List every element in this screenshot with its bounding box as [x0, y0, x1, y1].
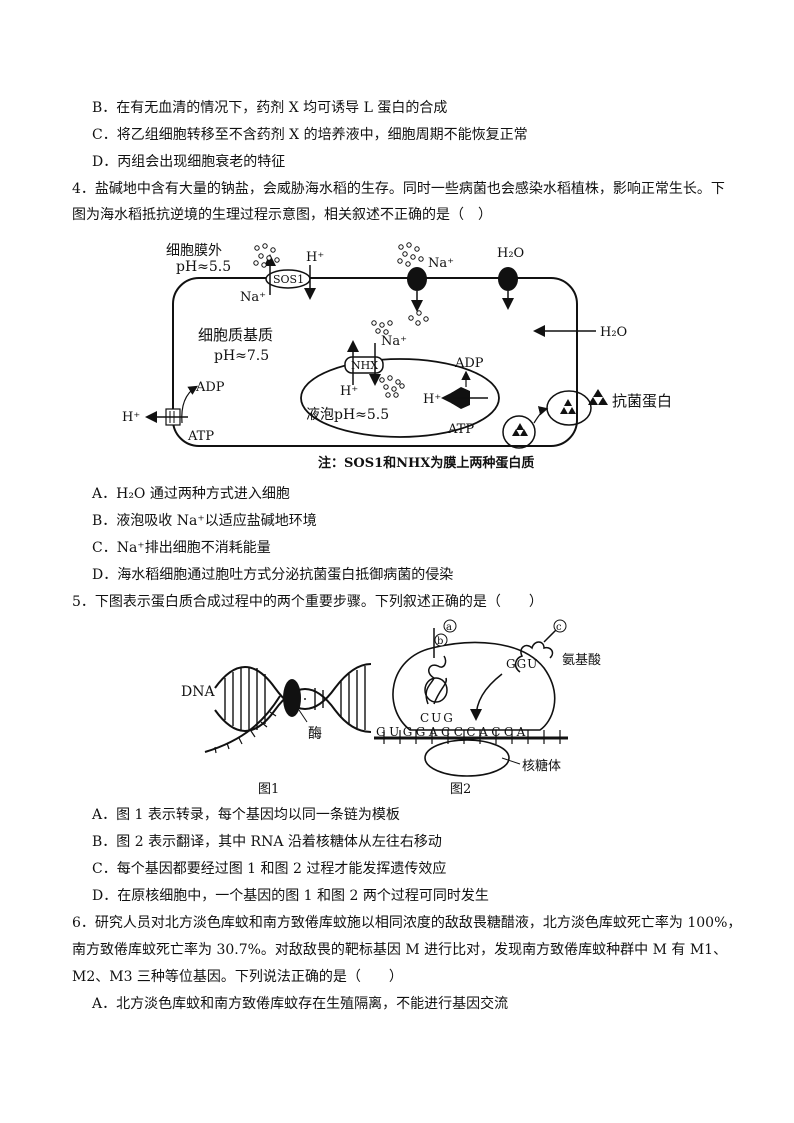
h-plus-sos1: H⁺	[306, 250, 324, 265]
enzyme-label: 酶	[308, 726, 322, 742]
antibacterial-triangles-1	[512, 423, 528, 436]
water-label-top: H₂O	[497, 246, 524, 261]
trna-entry-arrow	[470, 673, 503, 721]
na-dots-outside-2	[397, 242, 424, 267]
antibacterial-triangles-out	[588, 389, 608, 405]
q5-option-a: A．图 1 表示转录，每个基因均以同一条链为模板	[92, 807, 400, 823]
vacuole-label: 液泡pH≈5.5	[306, 407, 389, 423]
mrna-sequence: GUGGACCCACCA	[376, 725, 529, 739]
q5-stem: 5．下图表示蛋白质合成过程中的两个重要步骤。下列叙述正确的是（ ）	[72, 594, 543, 610]
outside-label: 细胞膜外	[166, 243, 222, 259]
cytoplasm-ph: pH≈7.5	[214, 348, 269, 364]
na-dots-inside-1	[408, 310, 429, 326]
amino-acid-label: 氨基酸	[562, 653, 601, 668]
enzyme-shape	[283, 679, 301, 717]
circle-a: a	[446, 622, 452, 633]
sos1-label: SOS1	[273, 273, 304, 286]
ribosome-small-subunit	[424, 739, 510, 777]
q4-stem-line2: 图为海水稻抵抗逆境的生理过程示意图，相关叙述不正确的是（ ）	[72, 207, 492, 223]
aquaporin	[498, 267, 518, 291]
circle-b-marker	[434, 633, 448, 647]
vesicle-inner	[502, 415, 536, 449]
na-dots-outside-1	[253, 243, 280, 268]
nhx-label: NHX	[351, 359, 378, 372]
cytoplasm-label: 细胞质基质	[198, 326, 273, 344]
q6-stem-line1: 6．研究人员对北方淡色库蚊和南方致倦库蚊施以相同浓度的敌敌畏糖醋液，北方淡色库蚊…	[72, 915, 742, 931]
secretion-arrow	[533, 406, 549, 424]
q6-option-a: A．北方淡色库蚊和南方致倦库蚊存在生殖隔离，不能进行基因交流	[92, 996, 509, 1012]
na-plus-sos1: Na⁺	[240, 290, 266, 305]
dna-label: DNA	[181, 684, 215, 700]
rna-strand	[204, 695, 281, 753]
trna-incoming	[514, 641, 554, 673]
atp-vacuole: ATP	[447, 422, 474, 437]
circle-b: b	[437, 636, 443, 647]
q3-option-c: C．将乙组细胞转移至不含药剂 X 的培养液中，细胞周期不能恢复正常	[92, 127, 528, 143]
figure-note: 注：SOS1和NHX为膜上两种蛋白质	[318, 455, 534, 471]
na-plus-channel: Na⁺	[428, 256, 454, 271]
vesicle-fusing	[546, 390, 592, 426]
q4-option-c: C．Na⁺排出细胞不消耗能量	[92, 540, 271, 556]
ribosome-large-subunit	[392, 641, 556, 731]
q4-option-b: B．液泡吸收 Na⁺以适应盐碱地环境	[92, 513, 317, 529]
q4-stem-line1: 4．盐碱地中含有大量的钠盐，会威胁海水稻的生存。同时一些病菌也会感染水稻植株，影…	[72, 181, 725, 197]
antibacterial-label: 抗菌蛋白	[612, 392, 672, 410]
trna-codon: GGU	[506, 657, 538, 671]
q5-figure-2: GUGGACCCACCA a b CUG c GGU 氨基酸 核糖体	[374, 619, 601, 777]
adp-membrane: ADP	[195, 380, 225, 395]
na-dots-vacuole	[379, 375, 405, 398]
na-channel	[407, 267, 427, 291]
q4-option-d: D．海水稻细胞通过胞吐方式分泌抗菌蛋白抵御病菌的侵染	[92, 567, 454, 583]
q6-stem-line3: M2、M3 三种等位基因。下列说法正确的是（ ）	[72, 969, 403, 985]
q3-option-b: B．在有无血清的情况下，药剂 X 均可诱导 L 蛋白的合成	[92, 100, 448, 116]
water-label-right: H₂O	[600, 325, 627, 340]
anticodon: CUG	[420, 711, 455, 725]
vacuole	[300, 358, 500, 438]
q4-option-a: A．H₂O 通过两种方式进入细胞	[92, 486, 290, 502]
outside-ph: pH≈5.5	[176, 259, 231, 275]
circle-c: c	[556, 622, 562, 633]
q5-option-b: B．图 2 表示翻译，其中 RNA 沿着核糖体从左往右移动	[92, 834, 442, 850]
h-plus-pump: H⁺	[423, 392, 441, 407]
circle-a-marker	[443, 619, 457, 633]
trna-in-ribosome	[425, 655, 448, 705]
h-plus-membrane: H⁺	[122, 410, 140, 425]
nhx-protein	[344, 356, 384, 374]
atp-membrane: ATP	[187, 429, 214, 444]
na-plus-nhx: Na⁺	[381, 334, 407, 349]
adp-curve	[181, 385, 199, 424]
q5-option-c: C．每个基因都要经过图 1 和图 2 过程才能发挥遗传效应	[92, 861, 447, 877]
fig2-label: 图2	[450, 782, 472, 797]
h-plus-nhx: H⁺	[340, 384, 358, 399]
q5-option-d: D．在原核细胞中，一个基因的图 1 和图 2 两个过程可同时发生	[92, 888, 489, 904]
q4-figure: 细胞膜外 pH≈5.5 SOS1 H⁺ Na⁺ Na⁺ H₂O H₂O 细胞质基…	[122, 242, 672, 471]
antibacterial-triangles-2	[560, 399, 576, 414]
q6-stem-line2: 南方致倦库蚊死亡率为 30.7%。对敌敌畏的靶标基因 M 进行比对，发现南方致倦…	[72, 942, 728, 958]
q3-option-d: D．丙组会出现细胞衰老的特征	[92, 154, 286, 170]
cell-membrane	[172, 277, 578, 447]
na-dots-cytoplasm	[371, 320, 393, 335]
q5-figure-1: DNA 酶	[181, 663, 372, 754]
ribosome-label: 核糖体	[522, 758, 561, 774]
adp-vacuole: ADP	[454, 356, 484, 371]
fig1-label: 图1	[258, 782, 280, 797]
circle-c-marker	[553, 619, 567, 633]
